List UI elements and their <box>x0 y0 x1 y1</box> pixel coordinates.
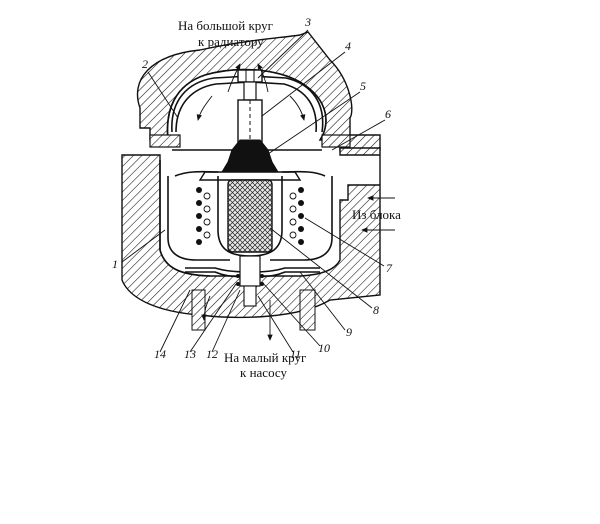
label-top-2: к радиатору <box>198 34 264 49</box>
callout-12: 12 <box>206 347 218 361</box>
callout-4: 4 <box>345 39 351 53</box>
leader-lines <box>121 29 386 353</box>
label-bottom-1: На малый круг <box>224 350 306 365</box>
callout-2: 2 <box>142 57 148 71</box>
callout-9: 9 <box>346 325 352 339</box>
callout-1: 1 <box>112 257 118 271</box>
callout-5: 5 <box>360 79 366 93</box>
callout-11: 11 <box>290 347 301 361</box>
rubber-insert <box>221 139 279 173</box>
bypass-valve <box>185 255 320 307</box>
wax-filler <box>227 179 273 253</box>
callout-10: 10 <box>318 341 330 355</box>
rod-and-nut <box>237 69 263 143</box>
callout-13: 13 <box>184 347 196 361</box>
label-bottom-2: к насосу <box>240 365 287 380</box>
label-top-1: На большой круг <box>178 18 273 33</box>
main-valve <box>174 170 326 181</box>
callout-7: 7 <box>386 261 393 275</box>
callout-6: 6 <box>385 107 391 121</box>
callout-14: 14 <box>154 347 166 361</box>
callout-3: 3 <box>304 15 311 29</box>
main-spring <box>196 187 304 245</box>
flow-arrows <box>196 63 395 341</box>
callout-8: 8 <box>373 303 379 317</box>
label-right: Из блока <box>352 207 401 222</box>
